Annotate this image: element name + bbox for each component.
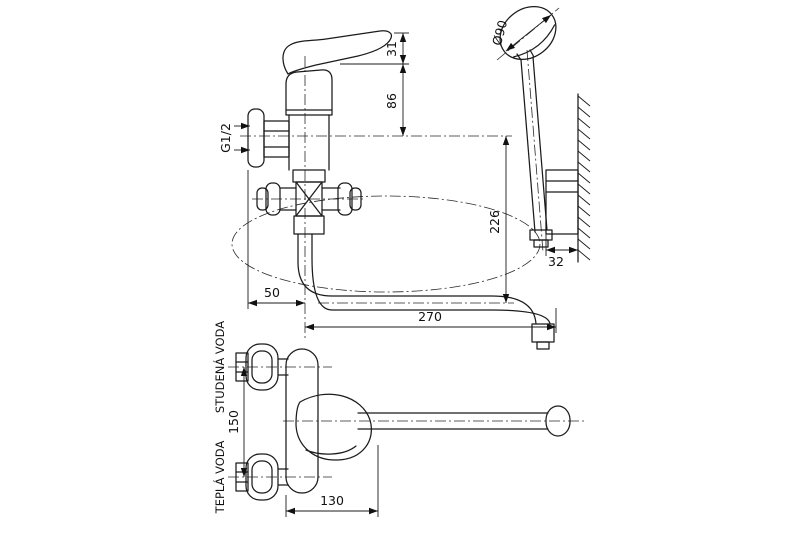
spout (297, 233, 555, 350)
cold-water-label: STUDENÁ VODA (212, 321, 227, 413)
wall-flange (247, 108, 290, 168)
dim-diameter-90-label: Ø90 (489, 18, 510, 47)
lever-handle (282, 30, 393, 75)
dim-130-label: 130 (320, 493, 344, 508)
plan-centerlines (228, 366, 584, 478)
lever-top-view (295, 393, 372, 461)
dimension-lines (234, 14, 578, 333)
dim-270-label: 270 (418, 309, 442, 324)
plan-view: STUDENÁ VODA TEPLÁ VODA 150 130 (212, 321, 584, 517)
body-bar (285, 348, 319, 494)
dim-150-label: 150 (226, 410, 241, 434)
dim-32-label: 32 (548, 254, 564, 269)
dim-226-label: 226 (487, 210, 502, 234)
shower-hose (520, 56, 553, 248)
spout-top-view (357, 405, 571, 437)
dim-50-label: 50 (264, 285, 280, 300)
spout-swivel-range-ellipse (231, 195, 541, 293)
wall-bracket (545, 169, 579, 235)
wall-hatching (577, 93, 591, 263)
dim-86-label: 86 (384, 93, 399, 109)
thread-g12-label: G1/2 (218, 123, 233, 153)
plan-dimension-lines (240, 367, 379, 517)
mixer-body (285, 69, 333, 171)
dim-31-label: 31 (384, 41, 399, 57)
side-view: 31 86 G1/2 226 32 50 270 Ø90 (218, 5, 591, 350)
diverter-valve (256, 169, 362, 235)
hot-water-label: TEPLÁ VODA (212, 441, 227, 515)
